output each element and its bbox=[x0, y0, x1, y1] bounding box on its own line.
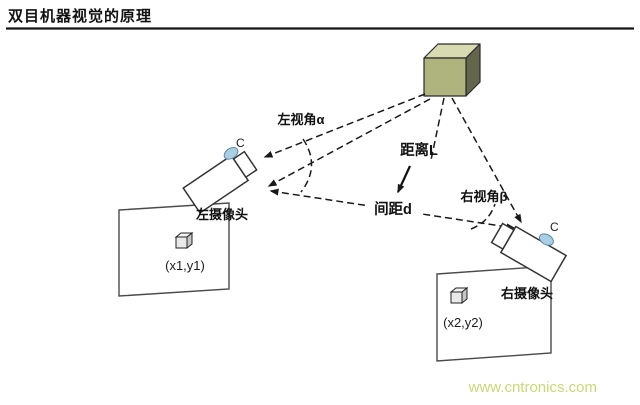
right-image-plane bbox=[436, 265, 552, 362]
left-camera-label: 左摄像头 bbox=[196, 207, 248, 222]
right-camera-label: 右摄像头 bbox=[500, 286, 553, 301]
left-camera-dot bbox=[223, 146, 239, 160]
ray-object-to-left-camera-lower bbox=[267, 98, 431, 187]
distance-label: 距离L bbox=[400, 141, 438, 159]
left-camera-center-label: C bbox=[236, 136, 245, 150]
right-camera bbox=[490, 222, 568, 283]
left-camera bbox=[182, 146, 258, 214]
ray-object-to-left-camera-upper bbox=[263, 93, 426, 158]
right-image-point-label: (x2,y2) bbox=[443, 315, 483, 330]
right-camera-dot bbox=[538, 233, 554, 246]
left-view-angle-arc bbox=[300, 138, 313, 193]
right-plane-cube-icon bbox=[450, 287, 468, 304]
right-camera-lens bbox=[490, 222, 515, 251]
left-view-angle-label: 左视角α bbox=[278, 112, 325, 127]
ray-object-to-right-camera bbox=[451, 97, 522, 224]
left-camera-lens bbox=[232, 150, 258, 179]
baseline-label-bg bbox=[366, 199, 420, 218]
target-object-cube bbox=[423, 43, 481, 97]
right-view-angle-label: 右视角β bbox=[460, 189, 508, 204]
left-image-plane bbox=[118, 202, 230, 297]
page-title: 双目机器视觉的原理 bbox=[8, 7, 152, 25]
distance-pointer-arrow bbox=[397, 165, 411, 194]
cube-front-face bbox=[423, 57, 467, 97]
left-image-point-label: (x1,y1) bbox=[165, 258, 205, 273]
baseline-label: 间距d bbox=[374, 200, 412, 218]
right-camera-center-label: C bbox=[550, 220, 559, 234]
left-plane-cube-icon bbox=[175, 232, 193, 249]
watermark: www.cntronics.com bbox=[468, 379, 597, 396]
